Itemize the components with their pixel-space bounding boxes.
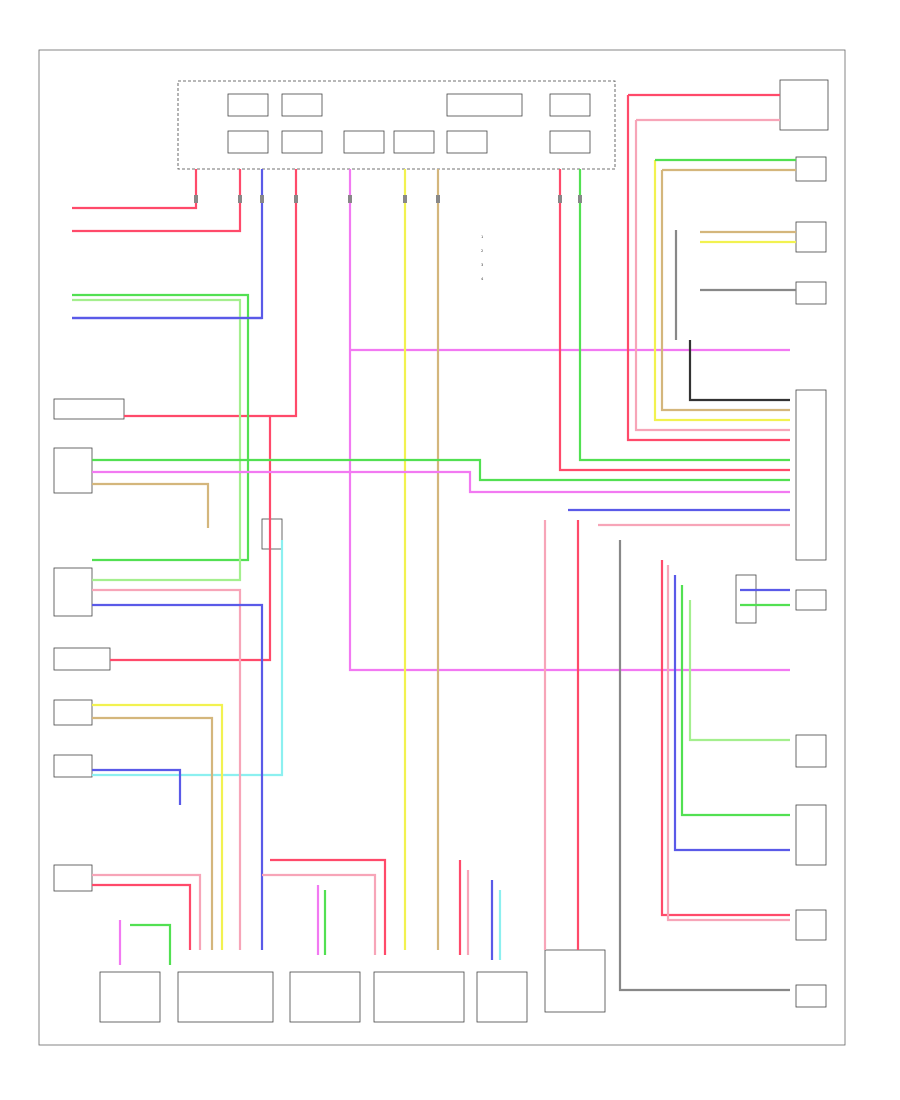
wire-red	[124, 169, 298, 418]
legend: 1 2 3 4	[481, 235, 484, 281]
wire-pink	[92, 873, 202, 950]
wire-red	[72, 169, 242, 233]
wire-pink	[666, 565, 790, 922]
wire-tan	[92, 482, 210, 528]
connector-pin	[294, 195, 298, 203]
wire-red	[270, 858, 387, 955]
wire-blue	[673, 575, 790, 852]
wire-lightgreen	[688, 600, 790, 742]
wire-tan	[92, 716, 214, 950]
wire-red	[558, 169, 790, 472]
wire-magenta	[348, 169, 790, 672]
wire-pink	[634, 120, 790, 432]
legend-item-4: 4	[481, 277, 484, 281]
wire-green	[92, 458, 790, 482]
wire-dark	[688, 340, 790, 402]
legend-item-2: 2	[481, 249, 483, 253]
legend-item-3: 3	[481, 263, 483, 267]
wire-group	[72, 93, 796, 992]
wire-lightgreen	[72, 298, 242, 582]
right-components	[735, 79, 829, 1008]
connector-pin	[558, 195, 562, 203]
legend-item-1: 1	[481, 235, 483, 239]
wire-green	[578, 169, 790, 462]
wire-green	[680, 585, 790, 817]
wire-yellow	[653, 160, 790, 422]
wire-blue	[92, 768, 182, 805]
wire-red	[660, 560, 790, 917]
wire-red	[110, 416, 272, 662]
connector-pin	[348, 195, 352, 203]
wire-red	[92, 883, 192, 950]
wire-gray	[618, 540, 790, 992]
connector-pin	[194, 195, 198, 203]
connector-pin	[436, 195, 440, 203]
wire-green	[72, 293, 250, 562]
wire-pink	[262, 873, 377, 955]
connector-pin	[238, 195, 242, 203]
wire-red	[626, 95, 790, 442]
wire-pink	[92, 588, 242, 950]
wire-magenta	[92, 470, 790, 494]
wire-yellow	[92, 703, 224, 950]
left-components	[53, 398, 606, 1023]
wire-red	[72, 169, 198, 210]
wire-cyan	[92, 540, 284, 777]
connector-pin	[403, 195, 407, 203]
wire-tan	[660, 170, 790, 412]
diagram-frame	[38, 49, 846, 1046]
main-control-unit	[177, 80, 616, 170]
wire-blue	[92, 603, 264, 950]
connector-pin	[578, 195, 582, 203]
wire-green	[130, 923, 172, 965]
connector-pin	[260, 195, 264, 203]
